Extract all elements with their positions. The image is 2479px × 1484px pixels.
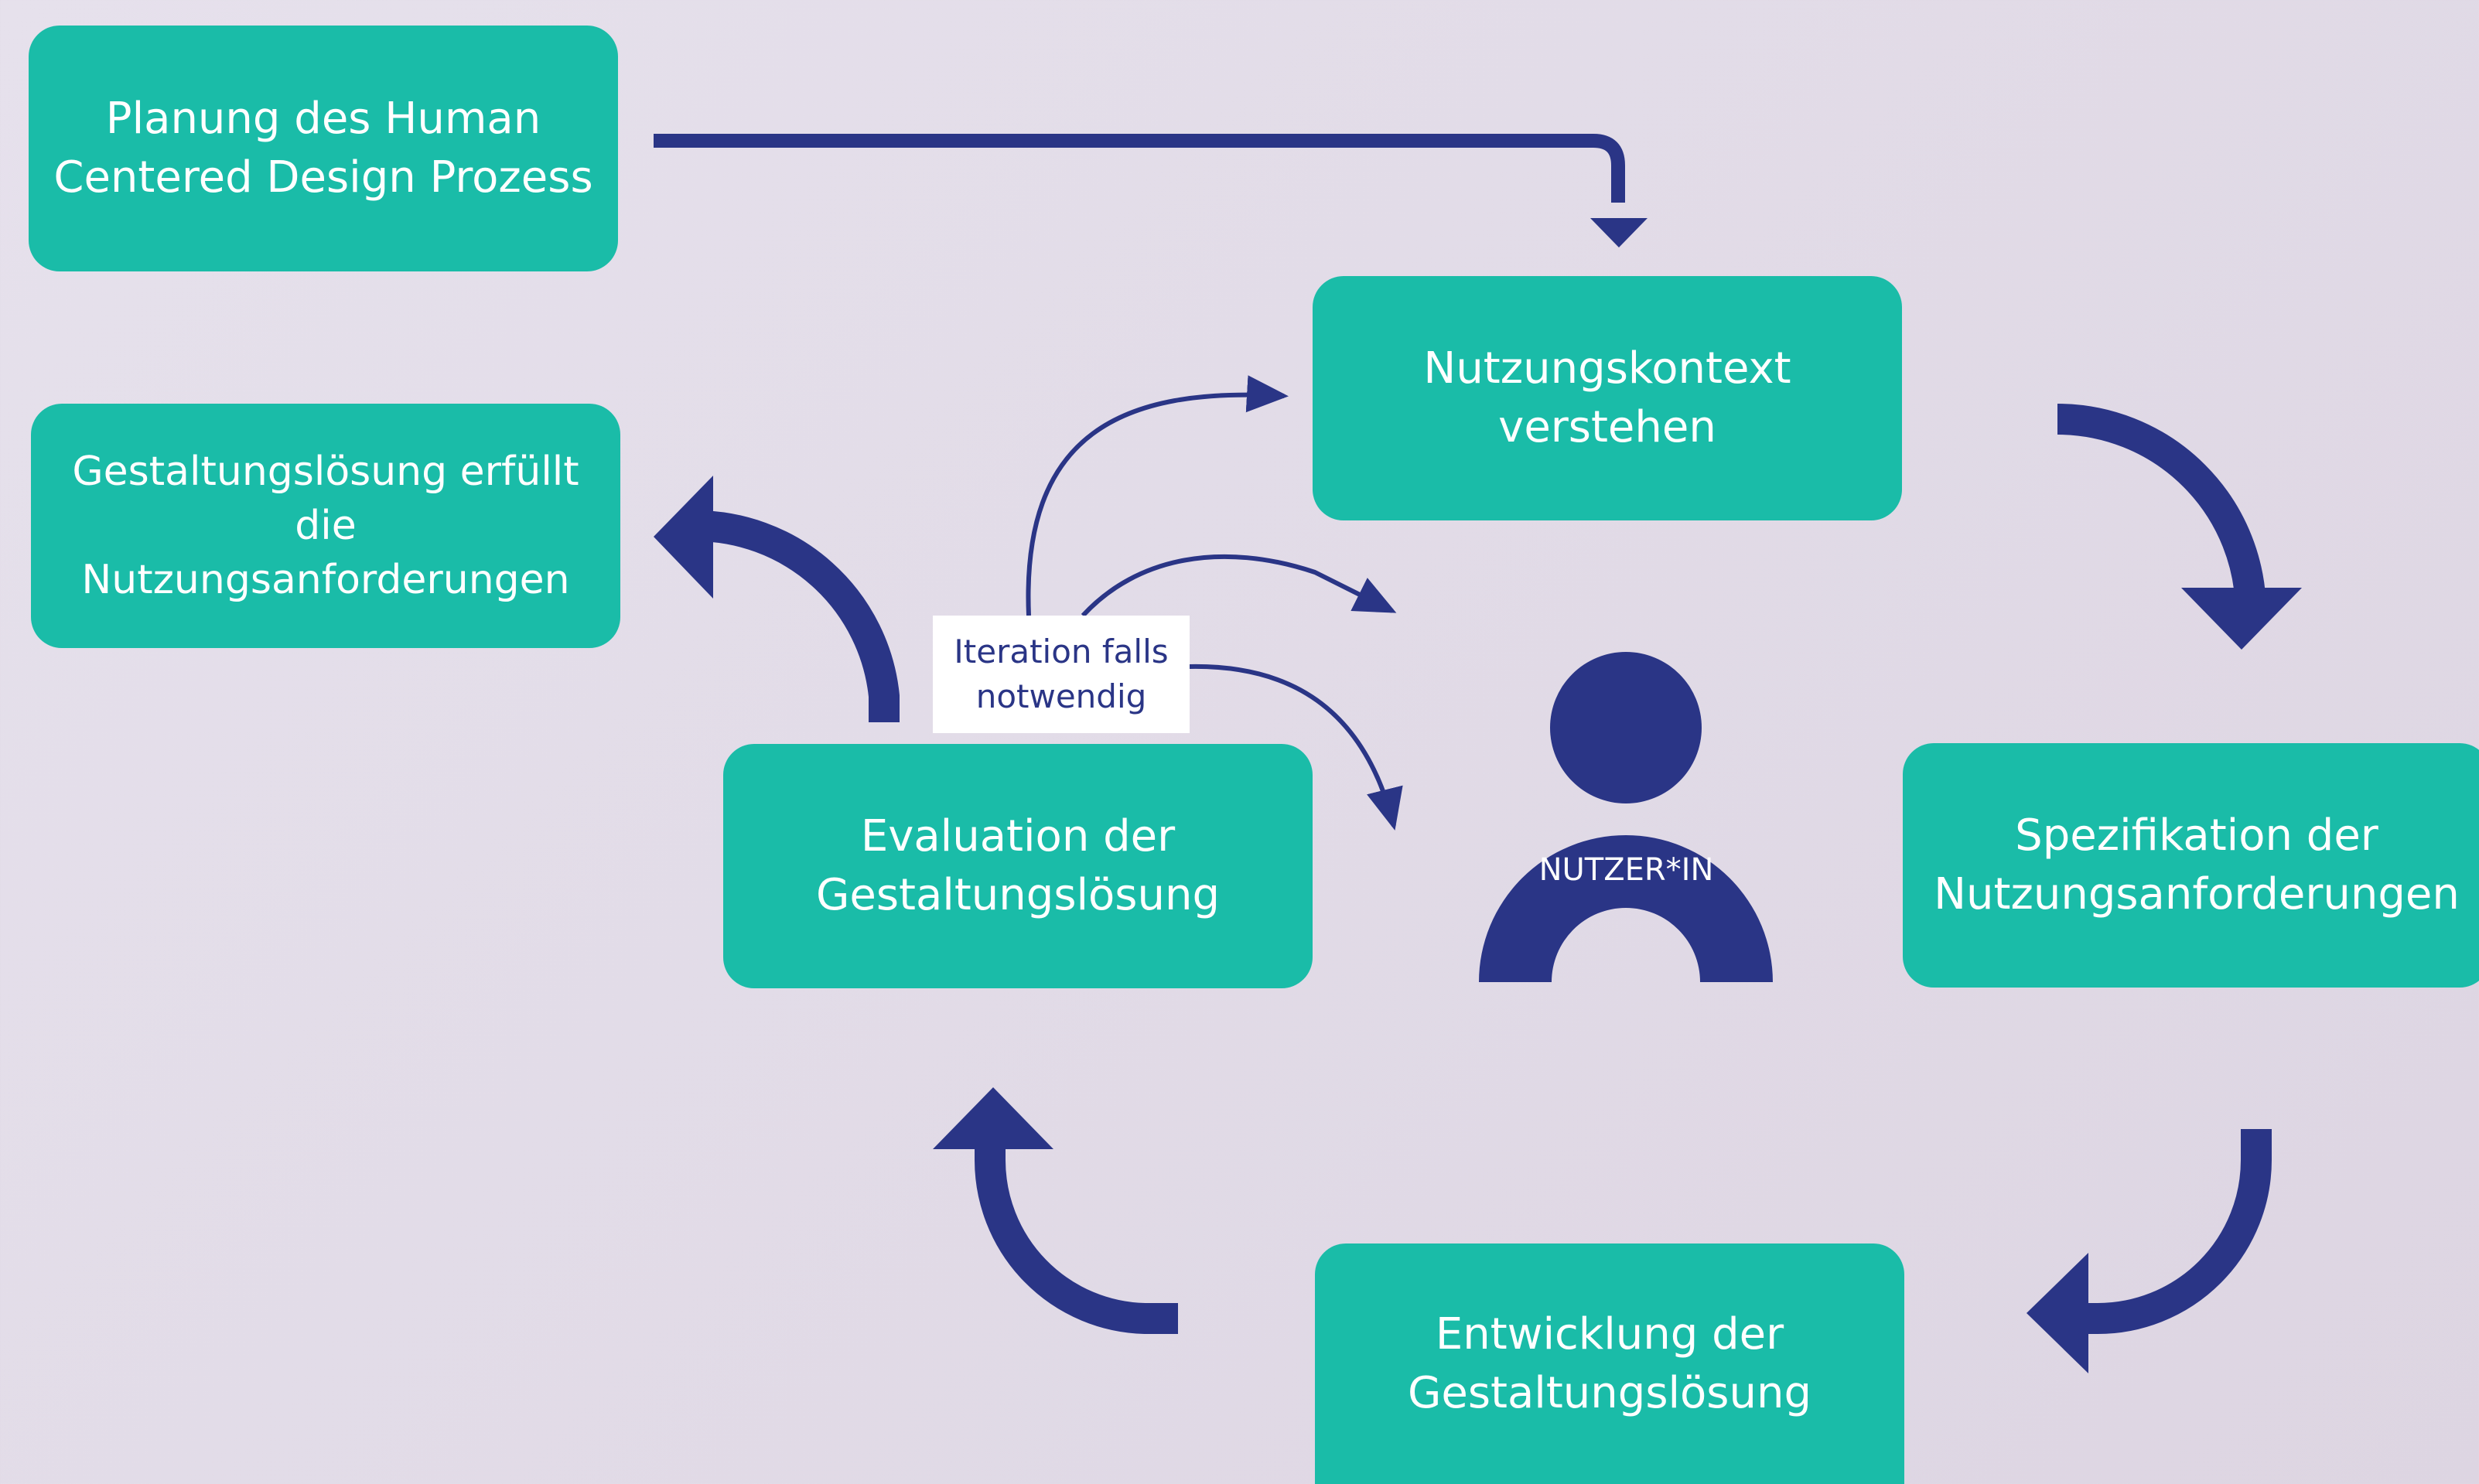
planning-box-label: Planung des Human Centered Design Prozes… xyxy=(53,94,593,203)
specification-box-label: Spezifikation der Nutzungsanforderungen xyxy=(1934,810,2460,919)
context-to-spec-arrow xyxy=(2057,404,2266,613)
spec-to-development-arrowhead xyxy=(2027,1253,2088,1373)
planning-to-context-arrowhead xyxy=(1590,218,1648,247)
iteration-arrow-to-user-lower xyxy=(1189,664,1403,831)
specification-box: Spezifikation der Nutzungsanforderungen xyxy=(1903,743,2479,988)
development-to-evaluation-arrow xyxy=(975,1137,1178,1334)
planning-to-context-arrow xyxy=(654,134,1625,203)
iteration-arrow-to-user xyxy=(1081,554,1397,618)
spec-to-development-arrow xyxy=(2081,1129,2272,1334)
development-box: Entwicklung der Gestaltungslösung xyxy=(1315,1243,1904,1484)
user-icon xyxy=(1479,652,1773,982)
context-to-spec-arrowhead xyxy=(2181,588,2302,650)
evaluation-to-solution-arrow xyxy=(694,510,900,722)
evaluation-box-label: Evaluation der Gestaltungslösung xyxy=(815,811,1221,920)
planning-box: Planung des Human Centered Design Prozes… xyxy=(29,26,618,271)
evaluation-box: Evaluation der Gestaltungslösung xyxy=(723,744,1313,988)
iteration-note: Iteration falls notwendig xyxy=(933,616,1190,733)
development-to-evaluation-arrowhead xyxy=(933,1087,1053,1149)
solution-box-label: Gestaltungslösung erfüllt die Nutzungsan… xyxy=(72,449,579,603)
context-box: Nutzungskontext verstehen xyxy=(1313,276,1902,520)
context-box-label: Nutzungskontext verstehen xyxy=(1423,343,1791,452)
development-box-label: Entwicklung der Gestaltungslösung xyxy=(1407,1308,1812,1418)
solution-box: Gestaltungslösung erfüllt die Nutzungsan… xyxy=(31,404,620,648)
iteration-note-label: Iteration falls notwendig xyxy=(954,633,1169,715)
user-label: NUTZER*IN xyxy=(1538,852,1714,888)
iteration-arrow-to-context xyxy=(1026,375,1289,616)
evaluation-to-solution-arrowhead xyxy=(654,476,713,599)
